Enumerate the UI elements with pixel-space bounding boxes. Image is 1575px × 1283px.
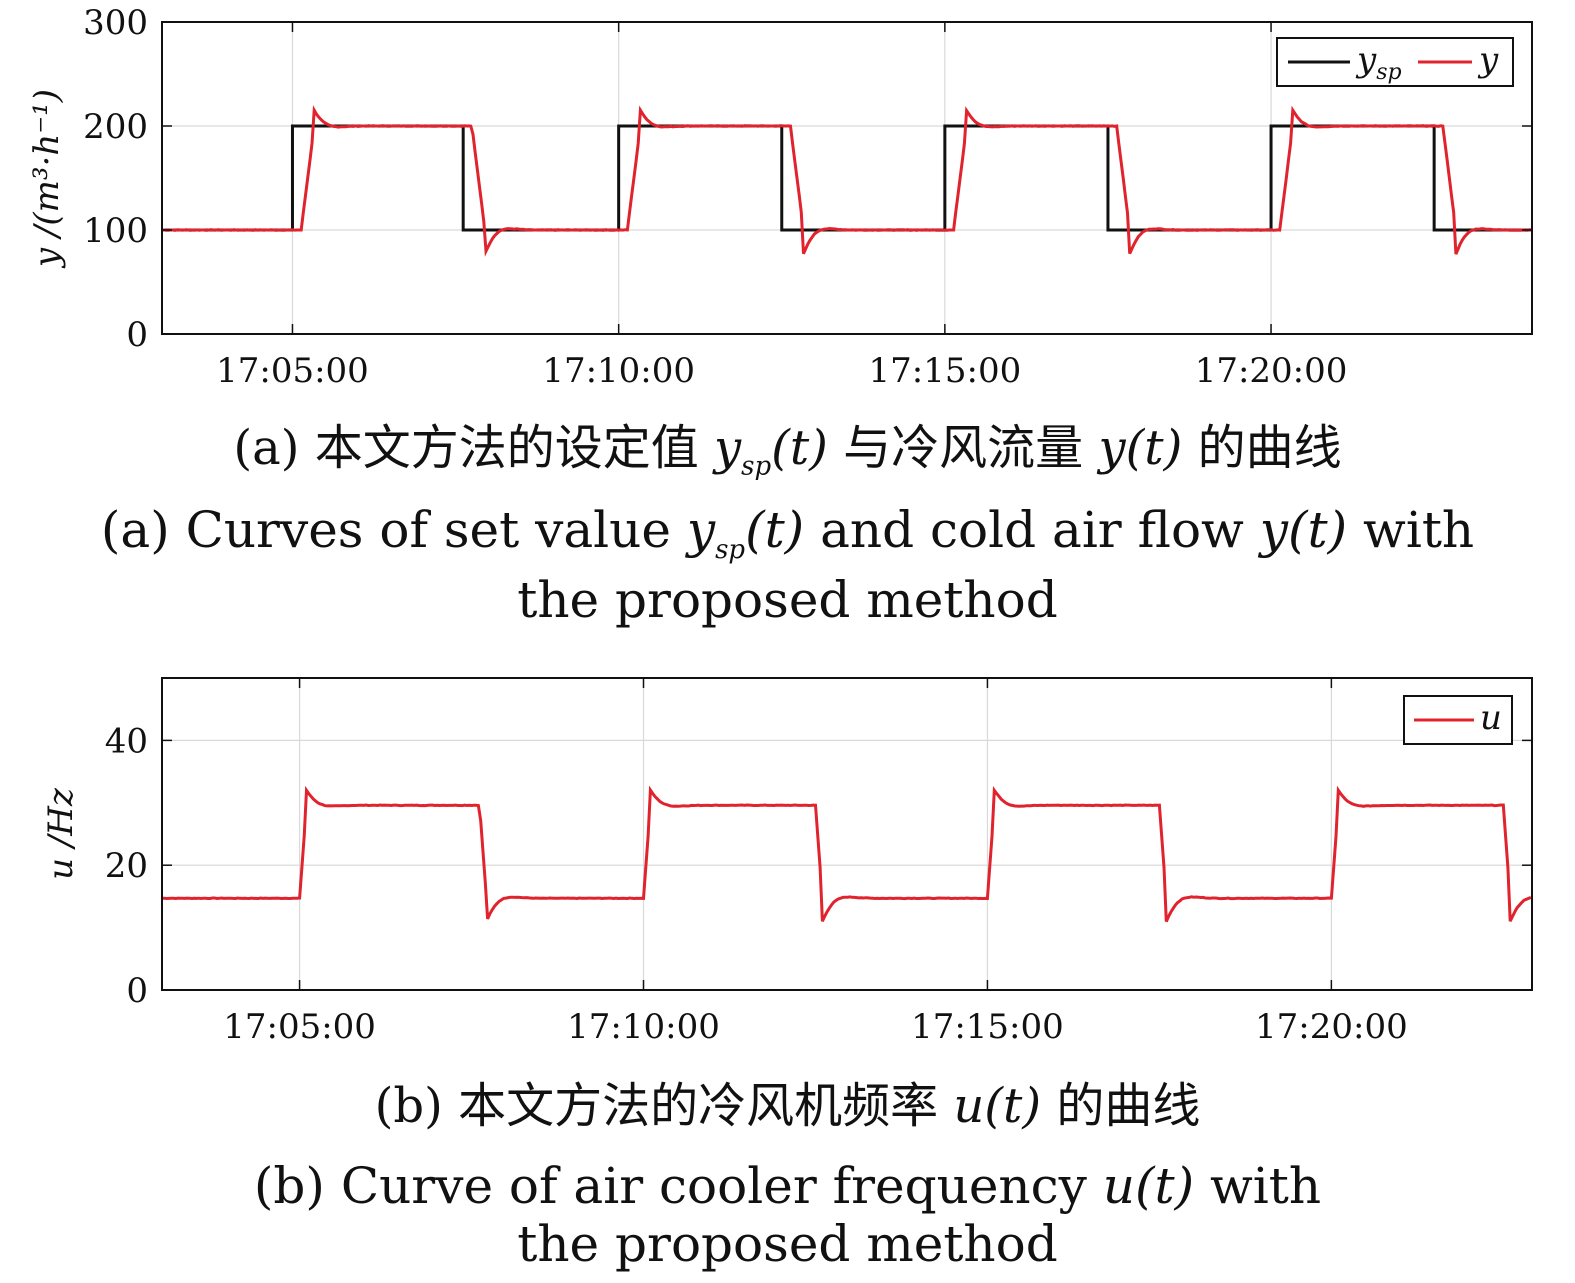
caption-b-en-u: u bbox=[1102, 1157, 1135, 1215]
x-tick-label: 17:05:00 bbox=[223, 1007, 376, 1047]
caption-a-en-mid: and cold air flow bbox=[820, 501, 1244, 559]
y-tick-label: 20 bbox=[105, 846, 148, 886]
series-y-line bbox=[162, 105, 1533, 257]
chart-a-series bbox=[162, 105, 1533, 257]
x-tick-label: 17:20:00 bbox=[1255, 1007, 1408, 1047]
caption-a-en-arg1: (t) bbox=[745, 501, 805, 559]
caption-a-cn-suffix: 的曲线 bbox=[1197, 420, 1342, 476]
chart-b-series bbox=[161, 785, 1532, 923]
caption-a-cn-prefix: (a) 本文方法的设定值 bbox=[233, 420, 699, 476]
x-tick-label: 17:15:00 bbox=[869, 351, 1022, 391]
caption-b-en-line1: (b) Curve of air cooler frequency u(t) w… bbox=[0, 1156, 1575, 1216]
caption-a-cn-ysp: y bbox=[714, 420, 742, 476]
series-u-line bbox=[161, 785, 1532, 923]
legend-ysp-label: ysp bbox=[1355, 40, 1402, 85]
caption-a-en-suffix: with bbox=[1363, 501, 1475, 559]
caption-a-en-arg2: (t) bbox=[1288, 501, 1348, 559]
chart-a-y-axis-label: y /(m³·h⁻¹) bbox=[27, 89, 67, 269]
caption-a-en-line2: the proposed method bbox=[517, 571, 1058, 629]
caption-a-en-ysp: y bbox=[686, 501, 716, 559]
caption-a-cn: (a) 本文方法的设定值 ysp(t) 与冷风流量 y(t) 的曲线 bbox=[0, 420, 1575, 483]
y-tick-label: 0 bbox=[126, 315, 148, 355]
caption-a-en-line1: (a) Curves of set value ysp(t) and cold … bbox=[0, 500, 1575, 566]
caption-a-en-prefix: (a) Curves of set value bbox=[100, 501, 671, 559]
caption-b-cn-arg: (t) bbox=[984, 1078, 1042, 1134]
y-tick-label: 200 bbox=[83, 107, 148, 147]
caption-a-cn-arg1: (t) bbox=[771, 420, 828, 476]
x-tick-label: 17:15:00 bbox=[911, 1007, 1064, 1047]
chart-a-frame bbox=[161, 21, 1533, 335]
x-tick-label: 17:05:00 bbox=[216, 351, 369, 391]
caption-a-cn-arg2: (t) bbox=[1125, 420, 1183, 476]
caption-b-en-suffix: with bbox=[1209, 1157, 1322, 1215]
caption-b-cn-u: u bbox=[953, 1078, 985, 1134]
chart-b-y-axis-label: u /Hz bbox=[41, 787, 81, 880]
chart-b-legend: u bbox=[1403, 695, 1513, 745]
chart-b-frame bbox=[161, 677, 1533, 991]
chart-a-ticks: 0 100 200 300 17:05:00 17:10:00 17:15:00 17:20:… bbox=[83, 3, 1532, 391]
caption-b-en-arg: (t) bbox=[1134, 1157, 1195, 1215]
x-tick-label: 17:10:00 bbox=[567, 1007, 720, 1047]
caption-b-cn-suffix: 的曲线 bbox=[1056, 1078, 1201, 1134]
y-tick-label: 40 bbox=[105, 721, 148, 761]
y-tick-label: 100 bbox=[83, 211, 148, 251]
caption-a-en-y: y bbox=[1259, 501, 1289, 559]
caption-a-cn-y: y bbox=[1098, 420, 1126, 476]
chart-a-legend: ysp y bbox=[1276, 37, 1514, 87]
chart-a: 0 100 200 300 17:05:00 17:10:00 17:15:00 17:20:… bbox=[27, 3, 1533, 391]
x-tick-label: 17:20:00 bbox=[1195, 351, 1348, 391]
chart-b-ticks: 0 20 40 17:05:00 17:10:00 17:15:00 17:20:00 bbox=[105, 678, 1532, 1047]
caption-a-cn-ysp-sub: sp bbox=[741, 451, 772, 482]
caption-a-en-ysp-sub: sp bbox=[715, 535, 746, 565]
legend-y-label: y bbox=[1477, 40, 1499, 80]
chart-b-grid bbox=[162, 678, 1532, 990]
legend-u-label: u bbox=[1480, 698, 1502, 738]
y-tick-label: 300 bbox=[83, 3, 148, 43]
caption-a-cn-mid: 与冷风流量 bbox=[843, 420, 1084, 476]
y-tick-label: 0 bbox=[126, 971, 148, 1011]
caption-b-cn-prefix: (b) 本文方法的冷风机频率 bbox=[374, 1078, 939, 1134]
caption-b-en-line2: the proposed method bbox=[517, 1215, 1058, 1273]
series-ysp-line bbox=[162, 124, 1532, 232]
caption-b-en-prefix: (b) Curve of air cooler frequency bbox=[253, 1157, 1087, 1215]
x-tick-label: 17:10:00 bbox=[542, 351, 695, 391]
caption-b-cn: (b) 本文方法的冷风机频率 u(t) 的曲线 bbox=[0, 1078, 1575, 1136]
chart-b: 0 20 40 17:05:00 17:10:00 17:15:00 17:20:00 u … bbox=[41, 677, 1533, 1047]
